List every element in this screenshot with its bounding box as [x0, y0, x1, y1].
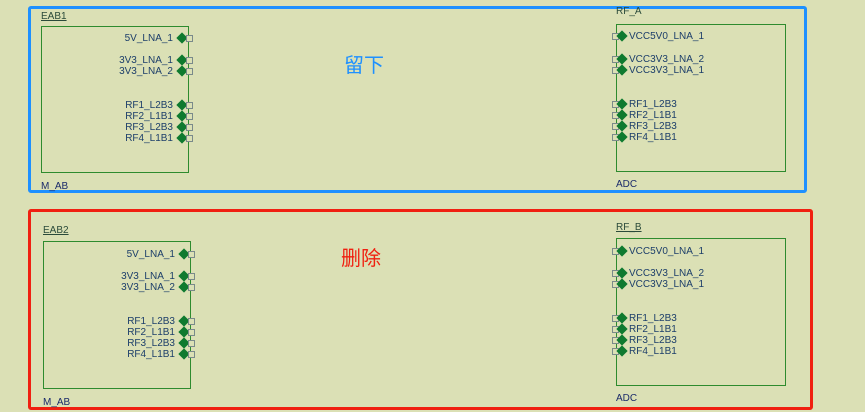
pin-square-icon — [186, 113, 193, 120]
pin-label: RF4_L1B1 — [629, 346, 677, 357]
pin-label: VCC3V3_LNA_1 — [629, 279, 705, 290]
pin-square-icon — [186, 135, 193, 142]
pin-square-icon — [186, 35, 193, 42]
pin-label: RF4_L1B1 — [125, 133, 173, 144]
pin-label: RF1_L2B3 — [629, 313, 677, 324]
pin-label: RF2_L1B1 — [629, 324, 677, 335]
pin-rf2-l1b1[interactable]: RF2_L1B1 — [612, 109, 769, 121]
pin-label: RF3_L2B3 — [127, 338, 175, 349]
designator-eab1[interactable]: EAB1 — [41, 11, 67, 22]
pin-label: RF2_L1B1 — [629, 110, 677, 121]
pin-3v3-lna-2[interactable]: 3V3_LNA_2 — [62, 281, 195, 293]
component-body[interactable] — [41, 26, 189, 173]
designator-rf-b[interactable]: RF_B — [616, 222, 642, 233]
pin-label: 5V_LNA_1 — [124, 33, 173, 44]
designator-rf-a[interactable]: RF_A — [616, 6, 642, 17]
pin-vcc3v3-lna-1[interactable]: VCC3V3_LNA_1 — [612, 64, 769, 76]
pin-5v-lna-1[interactable]: 5V_LNA_1 — [62, 248, 195, 260]
pin-rf4-l1b1[interactable]: RF4_L1B1 — [612, 131, 769, 143]
pin-label: VCC3V3_LNA_2 — [629, 268, 705, 279]
pin-label: 3V3_LNA_1 — [121, 271, 175, 282]
delete-group-frame — [28, 209, 813, 410]
pin-label: RF2_L1B1 — [127, 327, 175, 338]
pin-rf4-l1b1[interactable]: RF4_L1B1 — [60, 132, 193, 144]
pin-square-icon — [188, 340, 195, 347]
keep-annotation: 留下 — [344, 53, 384, 77]
pin-label: VCC3V3_LNA_1 — [629, 65, 705, 76]
pin-label: RF3_L2B3 — [125, 122, 173, 133]
pin-3v3-lna-1[interactable]: 3V3_LNA_1 — [60, 54, 193, 66]
pin-rf3-l2b3[interactable]: RF3_L2B3 — [62, 337, 195, 349]
pin-label: RF4_L1B1 — [127, 349, 175, 360]
pin-square-icon — [186, 68, 193, 75]
pin-square-icon — [188, 273, 195, 280]
pin-rf3-l2b3[interactable]: RF3_L2B3 — [612, 334, 769, 346]
comment-rf-b: ADC — [616, 393, 638, 404]
pin-label: RF3_L2B3 — [629, 121, 677, 132]
pin-rf1-l2b3[interactable]: RF1_L2B3 — [612, 98, 769, 110]
pin-3v3-lna-1[interactable]: 3V3_LNA_1 — [62, 270, 195, 282]
pin-rf3-l2b3[interactable]: RF3_L2B3 — [60, 121, 193, 133]
component-body[interactable] — [616, 238, 786, 386]
designator-eab2[interactable]: EAB2 — [43, 225, 69, 236]
pin-square-icon — [188, 351, 195, 358]
pin-vcc3v3-lna-2[interactable]: VCC3V3_LNA_2 — [612, 53, 769, 65]
pin-rf1-l2b3[interactable]: RF1_L2B3 — [62, 315, 195, 327]
pin-vcc3v3-lna-2[interactable]: VCC3V3_LNA_2 — [612, 267, 769, 279]
pin-rf4-l1b1[interactable]: RF4_L1B1 — [62, 348, 195, 360]
pin-rf2-l1b1[interactable]: RF2_L1B1 — [62, 326, 195, 338]
pin-label: RF2_L1B1 — [125, 111, 173, 122]
comment-eab2: M_AB — [43, 397, 71, 408]
pin-rf2-l1b1[interactable]: RF2_L1B1 — [612, 323, 769, 335]
component-body[interactable] — [43, 241, 191, 389]
pin-rf1-l2b3[interactable]: RF1_L2B3 — [60, 99, 193, 111]
pin-square-icon — [188, 329, 195, 336]
pin-label: 5V_LNA_1 — [126, 249, 175, 260]
pin-square-icon — [188, 318, 195, 325]
pin-rf2-l1b1[interactable]: RF2_L1B1 — [60, 110, 193, 122]
pin-label: VCC5V0_LNA_1 — [629, 31, 705, 42]
keep-group-frame — [28, 6, 807, 193]
pin-vcc3v3-lna-1[interactable]: VCC3V3_LNA_1 — [612, 278, 769, 290]
pin-label: 3V3_LNA_2 — [121, 282, 175, 293]
pin-label: 3V3_LNA_2 — [119, 66, 173, 77]
pin-label: 3V3_LNA_1 — [119, 55, 173, 66]
pin-vcc5v0-lna-1[interactable]: VCC5V0_LNA_1 — [612, 245, 769, 257]
pin-square-icon — [186, 102, 193, 109]
comment-rf-a: ADC — [616, 179, 638, 190]
pin-label: VCC5V0_LNA_1 — [629, 246, 705, 257]
pin-label: RF1_L2B3 — [127, 316, 175, 327]
pin-square-icon — [186, 57, 193, 64]
pin-rf1-l2b3[interactable]: RF1_L2B3 — [612, 312, 769, 324]
pin-square-icon — [188, 251, 195, 258]
pin-square-icon — [188, 284, 195, 291]
pin-label: RF3_L2B3 — [629, 335, 677, 346]
pin-label: RF1_L2B3 — [629, 99, 677, 110]
pin-label: VCC3V3_LNA_2 — [629, 54, 705, 65]
comment-eab1: M_AB — [41, 181, 69, 192]
pin-rf3-l2b3[interactable]: RF3_L2B3 — [612, 120, 769, 132]
delete-annotation: 删除 — [341, 246, 381, 270]
pin-5v-lna-1[interactable]: 5V_LNA_1 — [60, 32, 193, 44]
pin-label: RF4_L1B1 — [629, 132, 677, 143]
pin-vcc5v0-lna-1[interactable]: VCC5V0_LNA_1 — [612, 30, 769, 42]
pin-square-icon — [186, 124, 193, 131]
pin-label: RF1_L2B3 — [125, 100, 173, 111]
pin-3v3-lna-2[interactable]: 3V3_LNA_2 — [60, 65, 193, 77]
component-body[interactable] — [616, 24, 786, 172]
pin-rf4-l1b1[interactable]: RF4_L1B1 — [612, 345, 769, 357]
